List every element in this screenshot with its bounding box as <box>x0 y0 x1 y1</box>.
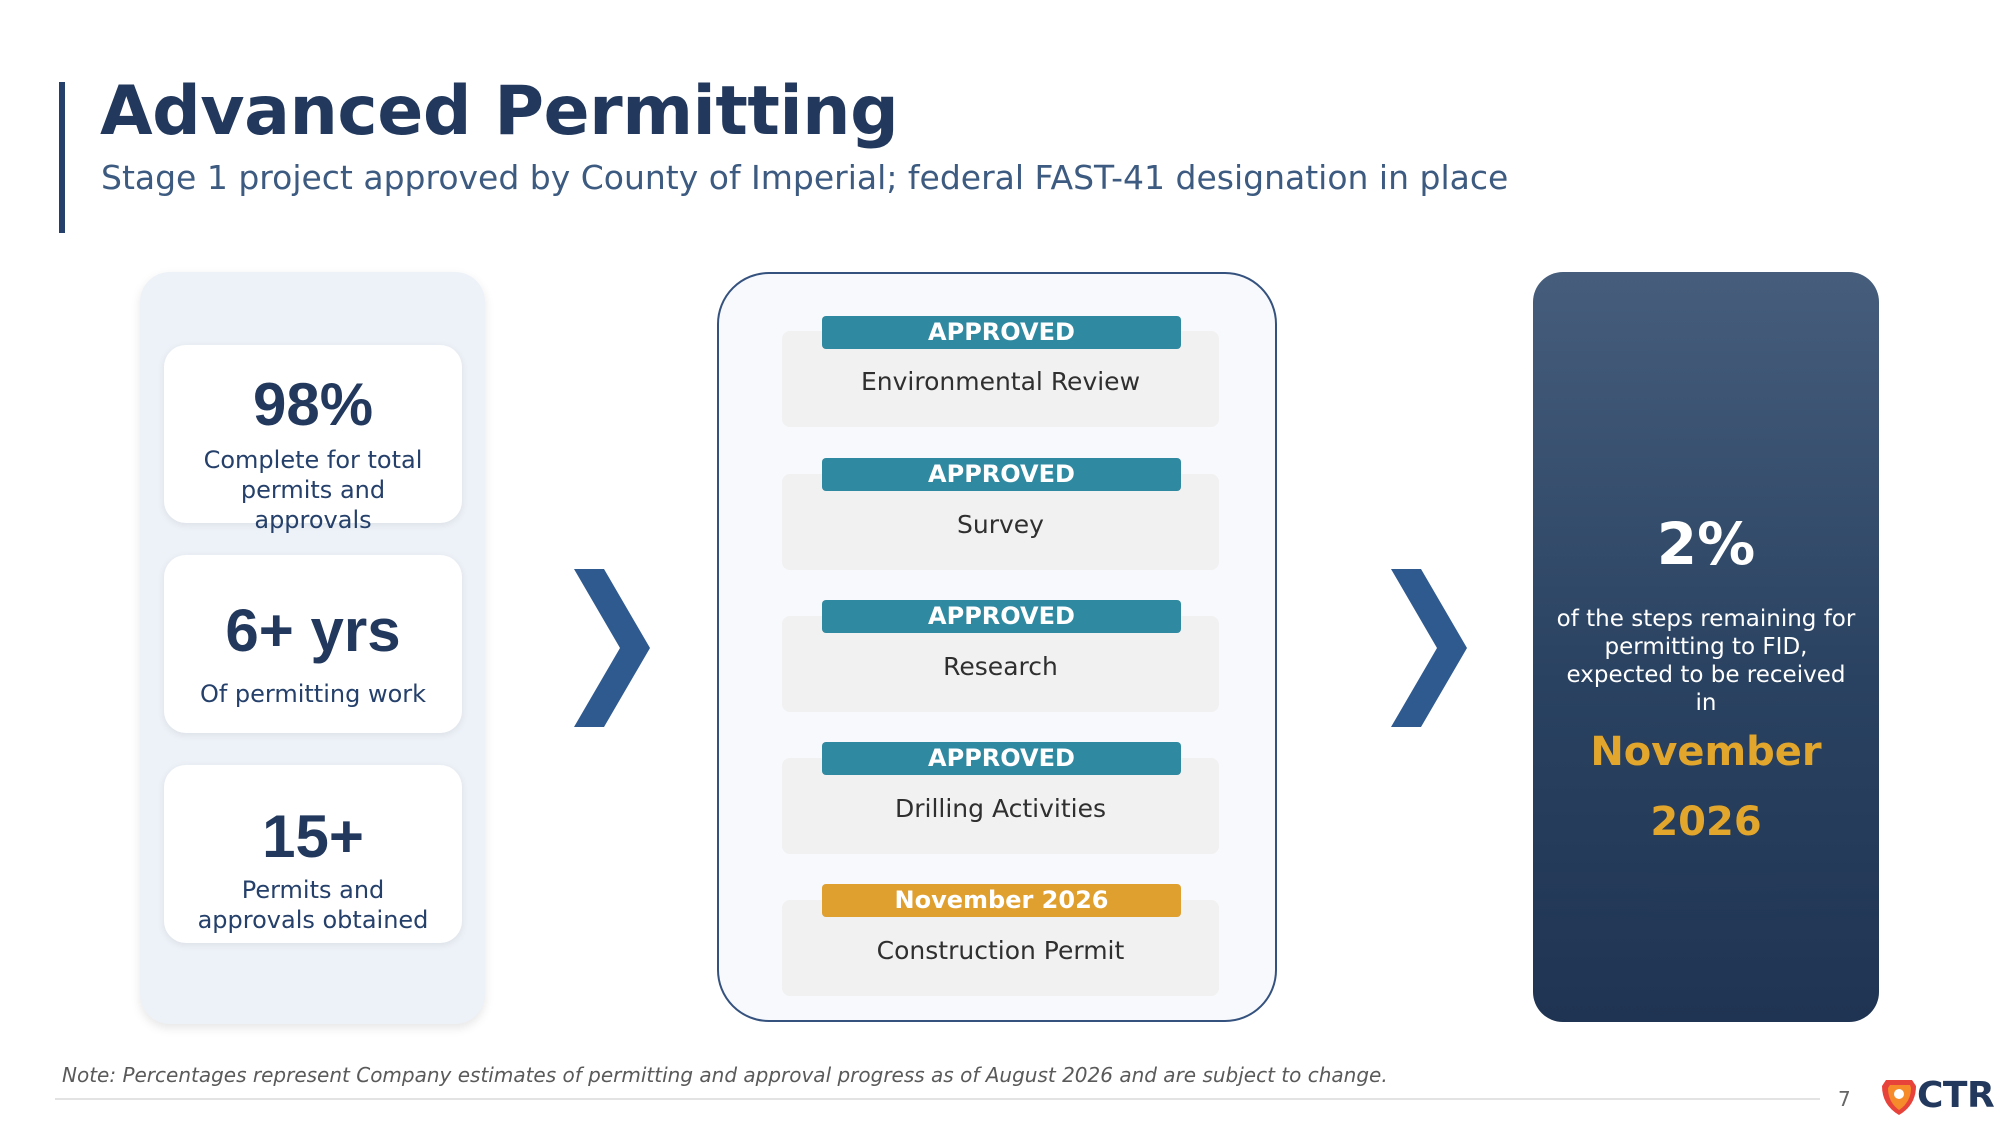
page-subtitle: Stage 1 project approved by County of Im… <box>101 158 1509 197</box>
company-logo: CTR <box>1878 1075 1995 1117</box>
flame-drop-icon <box>1882 1080 1916 1115</box>
status-badge-approved: APPROVED <box>822 458 1181 491</box>
chevron-right-icon <box>1391 569 1467 727</box>
stat-card-years: 6+ yrs Of permitting work <box>164 555 462 733</box>
footer-divider <box>55 1098 1820 1100</box>
chevron-right-icon <box>574 569 650 727</box>
permit-label: Construction Permit <box>876 936 1125 965</box>
remaining-steps-panel: 2% of the steps remaining for permitting… <box>1533 272 1879 1022</box>
stat-card-permits-obtained: 15+ Permits and approvals obtained <box>164 765 462 943</box>
status-badge-pending-date: November 2026 <box>822 884 1181 917</box>
title-accent-bar <box>59 82 65 233</box>
permits-status-box: Environmental Review APPROVED Survey APP… <box>717 272 1277 1022</box>
stat-value: 98% <box>252 371 374 438</box>
stat-value: 6+ yrs <box>225 597 401 664</box>
status-badge-approved: APPROVED <box>822 600 1181 633</box>
permit-label: Drilling Activities <box>894 794 1107 823</box>
permit-label: Research <box>943 652 1058 681</box>
stat-label: Of permitting work <box>199 680 427 708</box>
stat-label: Complete for total permits and approvals <box>203 446 423 534</box>
remaining-percent: 2% <box>1656 510 1756 578</box>
stat-value: 15+ <box>262 803 364 870</box>
permit-label: Environmental Review <box>860 367 1141 396</box>
permit-label: Survey <box>957 510 1044 539</box>
expected-date: November 2026 <box>1590 729 1822 845</box>
logo-text: CTR <box>1917 1075 1995 1116</box>
stats-panel: 98% Complete for total permits and appro… <box>140 272 485 1024</box>
page-number: 7 <box>1838 1087 1851 1111</box>
stat-label: Permits and approvals obtained <box>197 876 429 934</box>
stat-card-percent-complete: 98% Complete for total permits and appro… <box>164 345 462 534</box>
status-badge-approved: APPROVED <box>822 316 1181 349</box>
page-title: Advanced Permitting <box>100 72 899 151</box>
footnote: Note: Percentages represent Company esti… <box>62 1063 1388 1087</box>
remaining-description: of the steps remaining for permitting to… <box>1556 606 1856 716</box>
status-badge-approved: APPROVED <box>822 742 1181 775</box>
